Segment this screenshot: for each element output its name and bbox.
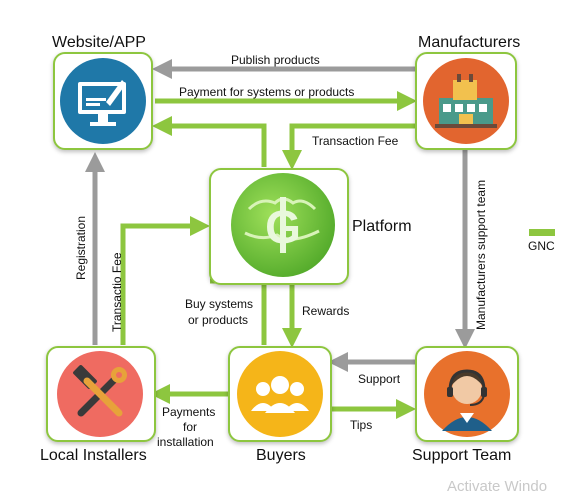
platform-node[interactable]: G: [209, 168, 349, 285]
support-agent-icon: [424, 351, 510, 437]
label-payments-line3: installation: [157, 435, 214, 449]
label-payment-systems: Payment for systems or products: [179, 85, 355, 99]
manufacturers-title: Manufacturers: [418, 34, 521, 51]
label-manufacturers-support: Manufacturers support team: [474, 179, 488, 330]
globe-coin-icon: G: [231, 173, 335, 277]
support-title: Support Team: [412, 447, 512, 464]
label-transactio-fee: Transactio Fee: [110, 252, 124, 332]
label-registration: Registration: [74, 215, 88, 280]
website-node[interactable]: [53, 52, 153, 150]
transaction-fee-arrow: [282, 123, 415, 170]
installers-node[interactable]: [46, 346, 156, 442]
legend-label: GNC: [528, 239, 555, 253]
label-support: Support: [358, 372, 401, 386]
legend-swatch: [529, 229, 555, 236]
support-node[interactable]: [415, 346, 519, 442]
label-transaction-fee: Transaction Fee: [312, 134, 399, 148]
manufacturers-node[interactable]: [415, 52, 517, 150]
label-buy-line2: or products: [188, 313, 249, 327]
label-publish-products: Publish products: [231, 53, 320, 67]
installers-title: Local Installers: [40, 447, 147, 464]
people-icon: [237, 351, 323, 437]
monitor-pencil-icon: [60, 58, 146, 144]
label-rewards: Rewards: [302, 304, 350, 318]
watermark: Activate Windo: [447, 478, 548, 495]
buyers-title: Buyers: [256, 447, 306, 464]
platform-to-website-arrow: [152, 116, 267, 167]
factory-icon: [423, 58, 509, 144]
label-buy-line1: Buy systems: [185, 297, 254, 311]
buyers-node[interactable]: [228, 346, 332, 442]
label-tips: Tips: [350, 418, 373, 432]
label-payments-line1: Payments: [162, 405, 216, 419]
transactio-fee-arrow: [120, 216, 210, 345]
label-payments-line2: for: [183, 420, 198, 434]
website-title: Website/APP: [52, 34, 146, 51]
platform-title: Platform: [352, 218, 412, 235]
hammer-wrench-icon: [57, 351, 143, 437]
